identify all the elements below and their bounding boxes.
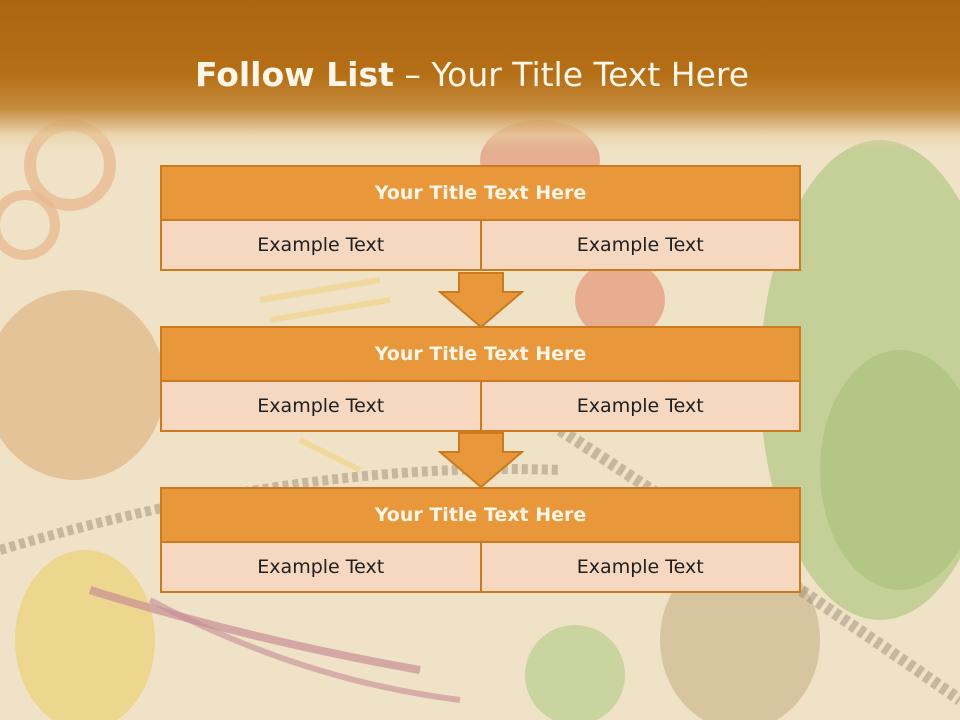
block-1-left-cell: Example Text [160,221,482,271]
list-block-2: Your Title Text Here Example Text Exampl… [160,326,801,432]
slide-title-rest: – Your Title Text Here [393,55,750,94]
down-arrow-2 [438,432,524,488]
block-3-left-cell: Example Text [160,543,482,593]
block-2-left-cell: Example Text [160,382,482,432]
block-3-right-cell: Example Text [481,543,801,593]
title-banner [0,0,960,150]
block-3-title: Your Title Text Here [160,487,801,543]
block-2-right-cell: Example Text [481,382,801,432]
slide-title: Follow List – Your Title Text Here [0,55,944,94]
slide-title-bold: Follow List [194,55,394,94]
block-1-right-cell: Example Text [481,221,801,271]
down-arrow-1 [438,272,524,328]
list-block-1: Your Title Text Here Example Text Exampl… [160,165,801,271]
block-1-row: Example Text Example Text [160,221,801,271]
block-1-title: Your Title Text Here [160,165,801,221]
list-block-3: Your Title Text Here Example Text Exampl… [160,487,801,593]
block-2-row: Example Text Example Text [160,382,801,432]
block-3-row: Example Text Example Text [160,543,801,593]
block-2-title: Your Title Text Here [160,326,801,382]
